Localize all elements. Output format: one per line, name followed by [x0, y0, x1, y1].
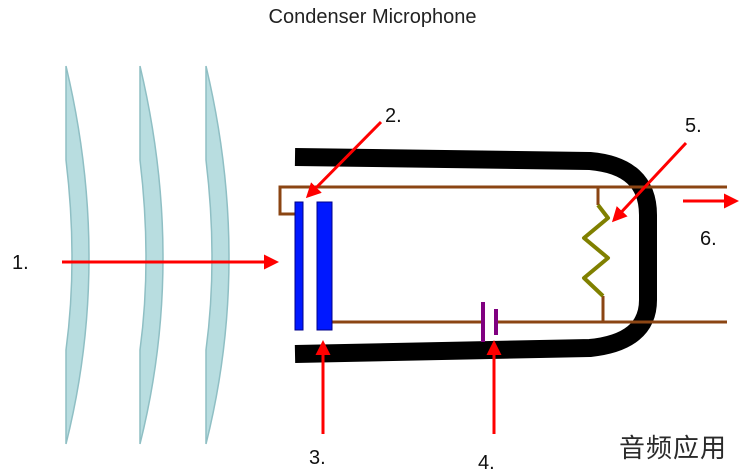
watermark-text: 音频应用 — [618, 434, 727, 464]
label-4: 4. — [478, 452, 495, 474]
battery-icon — [481, 302, 498, 342]
arrow-2 — [305, 120, 383, 199]
diaphragm-plate — [294, 201, 304, 331]
sound-wave-3 — [205, 65, 230, 445]
pointer-arrows — [62, 120, 739, 434]
sound-waves — [65, 65, 230, 445]
capacitor-plates — [294, 201, 333, 331]
label-3: 3. — [309, 447, 326, 469]
label-2: 2. — [385, 105, 402, 127]
backplate — [316, 201, 333, 331]
arrow-5 — [611, 141, 688, 223]
sound-wave-2 — [139, 65, 164, 445]
diagram-title: Condenser Microphone — [268, 6, 477, 28]
circuit-wires — [278, 185, 727, 324]
label-6: 6. — [700, 228, 717, 250]
microphone-housing — [294, 148, 657, 363]
label-5: 5. — [685, 115, 702, 137]
top-wire — [278, 185, 727, 216]
label-1: 1. — [12, 252, 29, 274]
resistor-icon — [582, 203, 610, 298]
sound-wave-1 — [65, 65, 90, 445]
